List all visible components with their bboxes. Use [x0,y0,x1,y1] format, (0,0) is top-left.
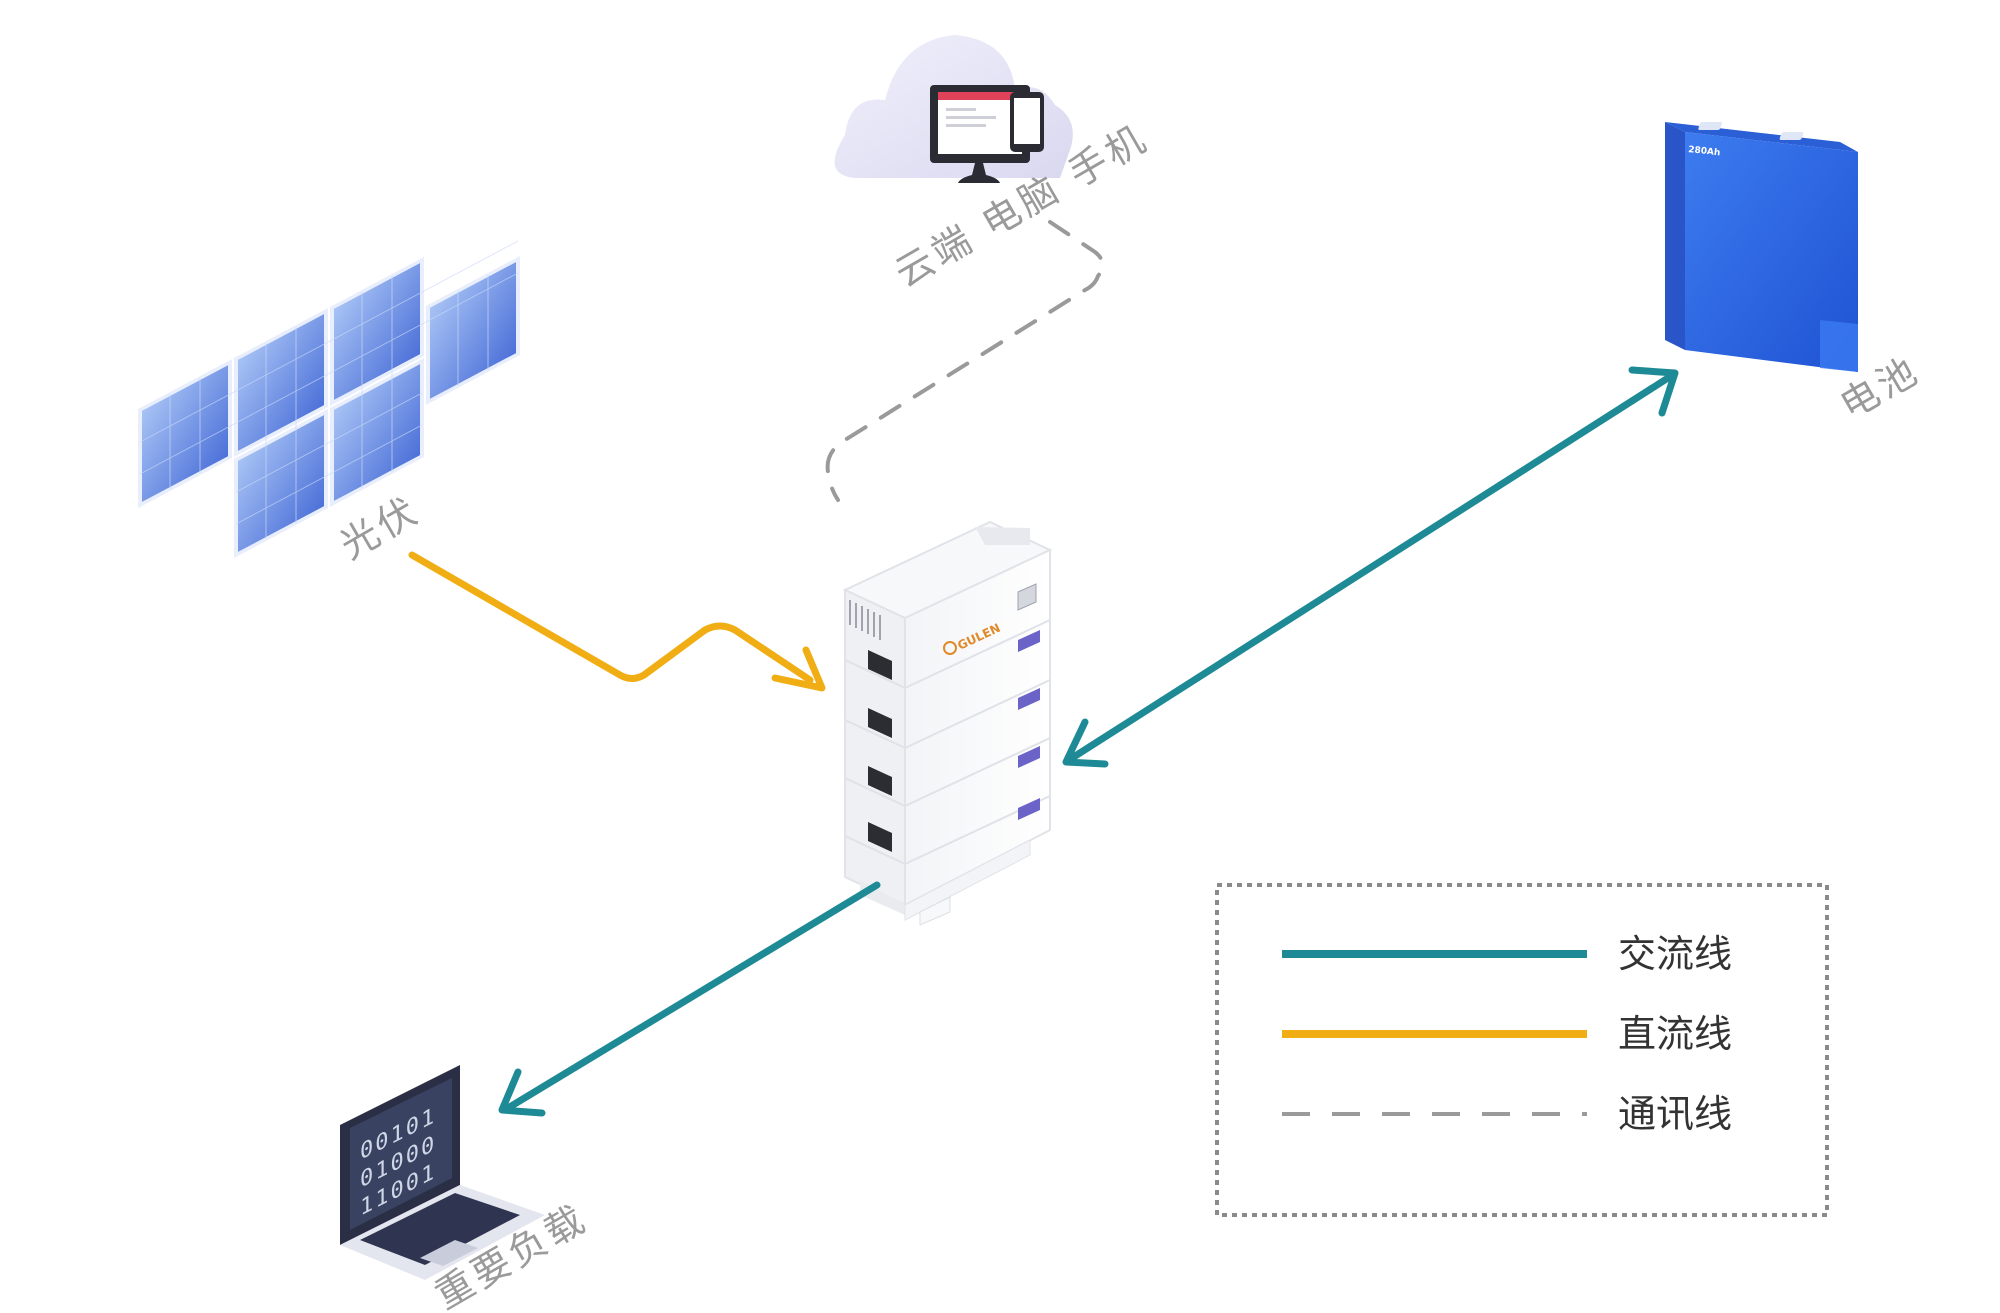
legend-item-ac: 交流线 [1282,932,1732,976]
legend-item-dc: 直流线 [1282,1012,1732,1056]
legend-label-dc: 直流线 [1618,1012,1732,1056]
ac-line-inverter-battery [1062,366,1679,768]
laptop-icon: 00101 01000 11001 [340,1065,545,1280]
legend: 交流线 直流线 通讯线 [1215,883,1829,1217]
stacked-inverter-icon: GULEN [842,520,1053,926]
ac-line-inverter-to-load [498,881,881,1117]
cloud-computer-phone-icon [834,35,1073,183]
battery-cell-icon: 280Ah [1665,122,1858,372]
legend-label-comm: 通讯线 [1618,1092,1732,1136]
comm-line-cloud-to-inverter [825,220,1105,502]
legend-item-comm: 通讯线 [1282,1092,1732,1136]
dc-line-solar-to-inverter [408,551,826,692]
battery-capacity: 280Ah [1688,145,1721,158]
legend-label-ac: 交流线 [1618,932,1732,976]
legend-box [1215,883,1829,1217]
solar-panel-icon [138,240,520,559]
